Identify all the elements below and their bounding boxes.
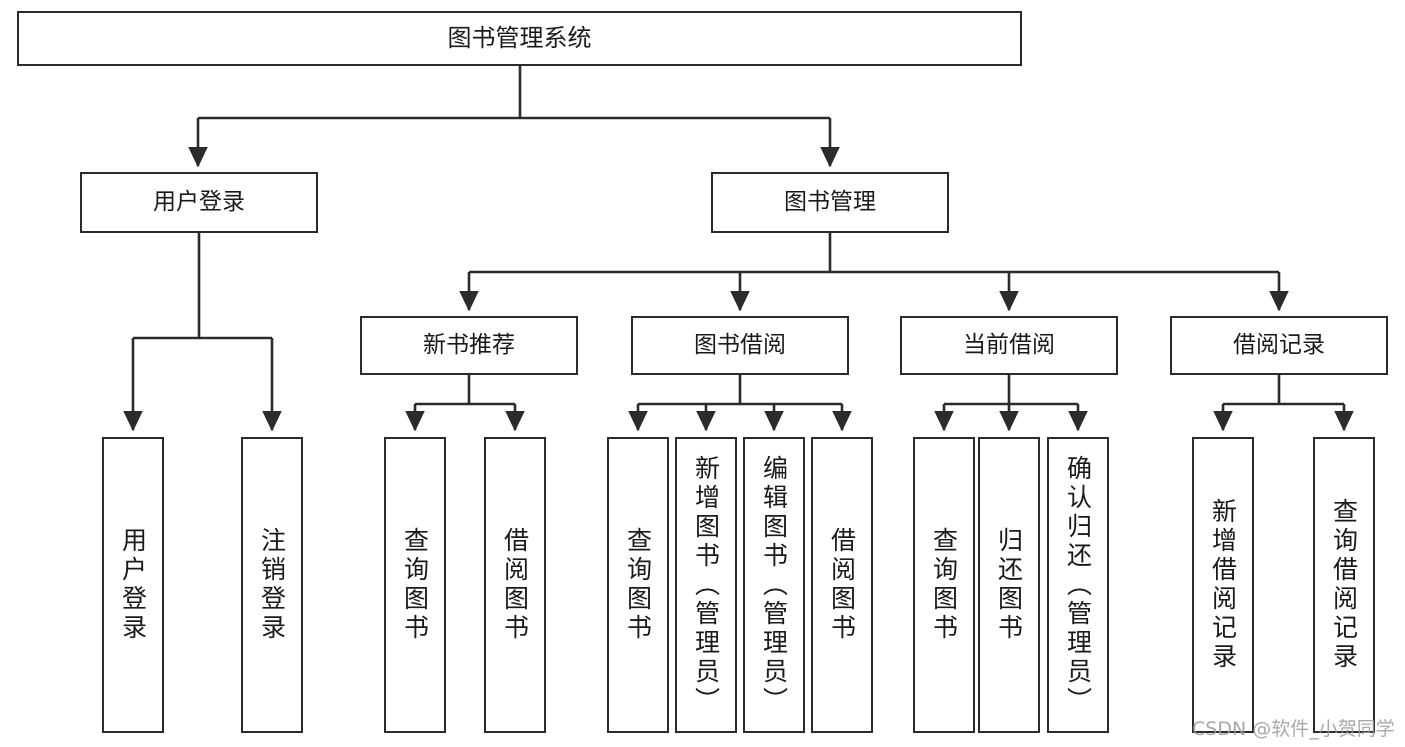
node-label: 当前借阅 [963,331,1055,358]
node-label: 借阅记录 [1233,331,1325,358]
node-label: 新增借阅记录 [1208,498,1238,672]
node-leaf-query-borrow-record[interactable]: 查询借阅记录 [1313,437,1375,733]
node-label: 查询借阅记录 [1329,498,1359,672]
node-leaf-user-login[interactable]: 用户登录 [102,437,164,733]
node-label: 编辑图书（管理员） [759,454,789,716]
node-label: 借阅图书 [500,527,530,643]
node-user-login[interactable]: 用户登录 [80,172,318,233]
node-leaf-query-book-borrow[interactable]: 查询图书 [607,437,669,733]
node-label: 新书推荐 [423,331,515,358]
node-leaf-confirm-return-admin[interactable]: 确认归还（管理员） [1047,437,1109,733]
node-label: 借阅图书 [827,527,857,643]
node-label: 图书管理系统 [447,24,592,53]
node-label: 查询图书 [400,527,430,643]
node-label: 新增图书（管理员） [691,454,721,716]
node-leaf-borrow-book-recommend[interactable]: 借阅图书 [484,437,546,733]
node-label: 图书管理 [784,188,876,215]
node-label: 确认归还（管理员） [1063,454,1093,716]
node-current-borrow[interactable]: 当前借阅 [900,316,1118,375]
node-leaf-query-book-recommend[interactable]: 查询图书 [384,437,446,733]
node-leaf-return-book[interactable]: 归还图书 [978,437,1040,733]
node-label: 查询图书 [929,527,959,643]
node-leaf-add-book-admin[interactable]: 新增图书（管理员） [675,437,737,733]
node-label: 用户登录 [118,527,148,643]
node-label: 图书借阅 [694,331,786,358]
node-book-borrow[interactable]: 图书借阅 [631,316,849,375]
csdn-watermark: CSDN @软件_小贺同学 [1192,718,1395,740]
node-label: 用户登录 [153,188,245,215]
node-root-book-management-system[interactable]: 图书管理系统 [17,11,1022,66]
node-leaf-query-book-current[interactable]: 查询图书 [913,437,975,733]
node-label: 归还图书 [994,527,1024,643]
node-leaf-logout-login[interactable]: 注销登录 [241,437,303,733]
node-label: 查询图书 [623,527,653,643]
node-label: 注销登录 [257,527,287,643]
node-leaf-borrow-book[interactable]: 借阅图书 [811,437,873,733]
node-borrow-record[interactable]: 借阅记录 [1170,316,1388,375]
node-leaf-edit-book-admin[interactable]: 编辑图书（管理员） [743,437,805,733]
node-book-management[interactable]: 图书管理 [711,172,949,233]
node-new-book-recommend[interactable]: 新书推荐 [360,316,578,375]
node-leaf-add-borrow-record[interactable]: 新增借阅记录 [1192,437,1254,733]
